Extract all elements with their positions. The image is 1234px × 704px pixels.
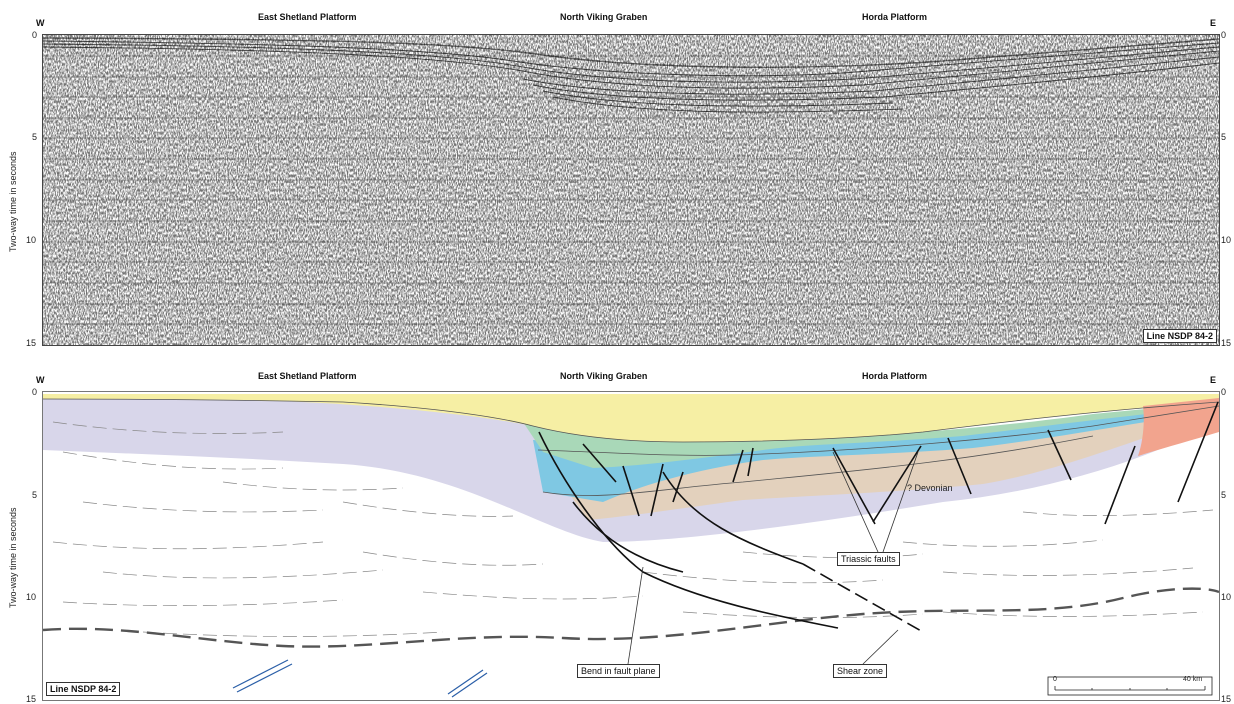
top-west-label: W bbox=[36, 18, 45, 28]
interpretation-panel: ? Devonian Triassic faults Bend in fault… bbox=[42, 391, 1220, 701]
top-tick-5-right: 5 bbox=[1221, 132, 1227, 142]
top-tick-10-right: 10 bbox=[1221, 235, 1232, 245]
yellow-layer bbox=[43, 394, 1219, 442]
scale-bar-end: 40 km bbox=[1183, 676, 1203, 683]
top-region-north-viking: North Viking Graben bbox=[560, 12, 648, 22]
bottom-region-east-shetland: East Shetland Platform bbox=[258, 371, 357, 381]
bottom-west-label: W bbox=[36, 375, 45, 385]
bottom-tick-10-right: 10 bbox=[1221, 592, 1232, 602]
bottom-line-label: Line NSDP 84-2 bbox=[46, 682, 121, 696]
seismic-image bbox=[43, 35, 1219, 345]
red-layer bbox=[1138, 398, 1219, 456]
bottom-tick-5-right: 5 bbox=[1221, 490, 1227, 500]
top-tick-15-right: 15 bbox=[1221, 338, 1232, 348]
main-fault-1 bbox=[538, 431, 839, 629]
top-tick-0: 0 bbox=[32, 30, 38, 40]
bottom-tick-0-right: 0 bbox=[1221, 387, 1227, 397]
devonian-label: ? Devonian bbox=[907, 483, 953, 493]
bottom-region-north-viking: North Viking Graben bbox=[560, 371, 648, 381]
scale-bar-start: 0 bbox=[1053, 676, 1057, 683]
bottom-tick-15: 15 bbox=[26, 694, 37, 704]
main-fault-2 bbox=[572, 501, 684, 573]
top-region-horda: Horda Platform bbox=[862, 12, 928, 22]
seismic-section-panel: Line NSDP 84-2 bbox=[42, 34, 1220, 346]
interpretation-drawing bbox=[43, 392, 1219, 700]
bottom-east-label: E bbox=[1210, 375, 1217, 385]
triassic-faults-label: Triassic faults bbox=[837, 552, 900, 566]
blue-layer bbox=[533, 404, 1219, 502]
top-region-east-shetland: East Shetland Platform bbox=[258, 12, 357, 22]
bottom-y-axis-label: Two-way time in seconds bbox=[8, 507, 18, 608]
top-y-axis-label: Two-way time in seconds bbox=[8, 151, 18, 252]
top-tick-15: 15 bbox=[26, 338, 37, 348]
top-tick-0-right: 0 bbox=[1221, 30, 1227, 40]
top-tick-10: 10 bbox=[26, 235, 37, 245]
green-layer bbox=[523, 402, 1219, 468]
bottom-tick-0: 0 bbox=[32, 387, 38, 397]
bottom-tick-15-right: 15 bbox=[1221, 694, 1232, 704]
top-east-label: E bbox=[1210, 18, 1217, 28]
top-line-label: Line NSDP 84-2 bbox=[1142, 329, 1217, 343]
bottom-tick-10: 10 bbox=[26, 592, 37, 602]
shear-zone-label: Shear zone bbox=[833, 664, 888, 678]
bottom-tick-5: 5 bbox=[32, 490, 38, 500]
scale-bar bbox=[1047, 676, 1213, 696]
bottom-region-horda: Horda Platform bbox=[862, 371, 928, 381]
bend-fault-plane-label: Bend in fault plane bbox=[577, 664, 660, 678]
top-tick-5: 5 bbox=[32, 132, 38, 142]
main-fault-3 bbox=[662, 471, 804, 565]
